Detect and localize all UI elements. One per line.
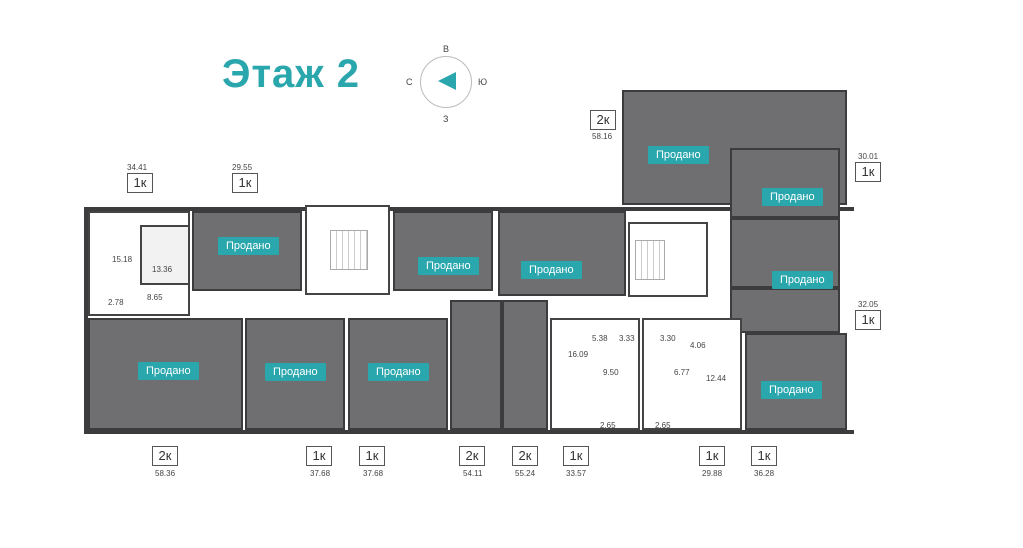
room-area: 2.65 xyxy=(600,421,616,430)
unit-area-label: 29.88 xyxy=(702,469,723,478)
compass-east-label: Ю xyxy=(478,77,488,87)
sold-label: Продано xyxy=(265,363,326,381)
unit-area-label: 36.28 xyxy=(754,469,775,478)
room-area: 9.50 xyxy=(603,368,619,377)
unit-type-badge[interactable]: 2к xyxy=(512,446,538,466)
room-area: 3.33 xyxy=(619,334,635,343)
compass-arrow-icon xyxy=(438,72,456,90)
unit-type-badge[interactable]: 1к xyxy=(855,162,881,182)
unit-type-badge[interactable]: 2к xyxy=(590,110,616,130)
sold-label: Продано xyxy=(761,381,822,399)
unit-block[interactable] xyxy=(498,211,626,296)
wall xyxy=(84,207,88,434)
unit-block[interactable] xyxy=(393,211,493,291)
unit-type-badge[interactable]: 1к xyxy=(127,173,153,193)
unit-type-badge[interactable]: 1к xyxy=(563,446,589,466)
sold-label: Продано xyxy=(418,257,479,275)
compass-ring xyxy=(420,56,472,108)
compass: В С Ю З xyxy=(398,44,498,128)
stair-icon xyxy=(635,240,665,280)
unit-area-label: 33.57 xyxy=(566,469,587,478)
room-kitchen xyxy=(140,225,190,285)
compass-west-label: С xyxy=(406,77,413,87)
unit-area-label: 32.05 xyxy=(858,300,879,309)
compass-north-label: В xyxy=(443,44,450,54)
unit-type-badge[interactable]: 2к xyxy=(152,446,178,466)
unit-area-label: 37.68 xyxy=(310,469,331,478)
sold-label: Продано xyxy=(648,146,709,164)
sold-label: Продано xyxy=(368,363,429,381)
room-area: 12.44 xyxy=(706,374,727,383)
unit-area-label: 30.01 xyxy=(858,152,879,161)
room-area: 2.78 xyxy=(108,298,124,307)
room-area: 15.18 xyxy=(112,255,133,264)
unit-2k-55-24[interactable] xyxy=(502,300,548,430)
sold-label: Продано xyxy=(762,188,823,206)
unit-area-label: 58.36 xyxy=(155,469,176,478)
unit-2k-54-11[interactable] xyxy=(450,300,502,430)
room-area: 5.38 xyxy=(592,334,608,343)
room-area: 3.30 xyxy=(660,334,676,343)
wall xyxy=(84,430,854,434)
sold-label: Продано xyxy=(138,362,199,380)
unit-area-label: 34.41 xyxy=(127,163,148,172)
wall xyxy=(84,207,854,211)
unit-area-label: 29.55 xyxy=(232,163,253,172)
unit-1k-32-05[interactable] xyxy=(730,288,840,333)
unit-1k-37-68[interactable] xyxy=(348,318,448,430)
unit-1k-30-01[interactable] xyxy=(730,148,840,218)
unit-1k-33-57[interactable] xyxy=(550,318,640,430)
unit-type-badge[interactable]: 1к xyxy=(699,446,725,466)
sold-label: Продано xyxy=(218,237,279,255)
unit-type-badge[interactable]: 1к xyxy=(306,446,332,466)
room-area: 6.77 xyxy=(674,368,690,377)
unit-area-label: 37.68 xyxy=(363,469,384,478)
floor-title: Этаж 2 xyxy=(222,52,361,96)
unit-type-badge[interactable]: 2к xyxy=(459,446,485,466)
unit-type-badge[interactable]: 1к xyxy=(855,310,881,330)
stairwell-right xyxy=(628,222,708,297)
unit-1k-29-88[interactable] xyxy=(642,318,742,430)
room-area: 8.65 xyxy=(147,293,163,302)
unit-type-badge[interactable]: 1к xyxy=(232,173,258,193)
room-area: 13.36 xyxy=(152,265,173,274)
sold-label: Продано xyxy=(521,261,582,279)
compass-south-label: З xyxy=(443,114,449,124)
unit-type-badge[interactable]: 1к xyxy=(751,446,777,466)
sold-label: Продано xyxy=(772,271,833,289)
unit-area-label: 55.24 xyxy=(515,469,536,478)
unit-area-label: 58.16 xyxy=(592,132,613,141)
room-area: 4.06 xyxy=(690,341,706,350)
room-area: 2.65 xyxy=(655,421,671,430)
room-area: 16.09 xyxy=(568,350,589,359)
unit-area-label: 54.11 xyxy=(463,469,483,478)
unit-type-badge[interactable]: 1к xyxy=(359,446,385,466)
stair-icon xyxy=(330,230,368,270)
